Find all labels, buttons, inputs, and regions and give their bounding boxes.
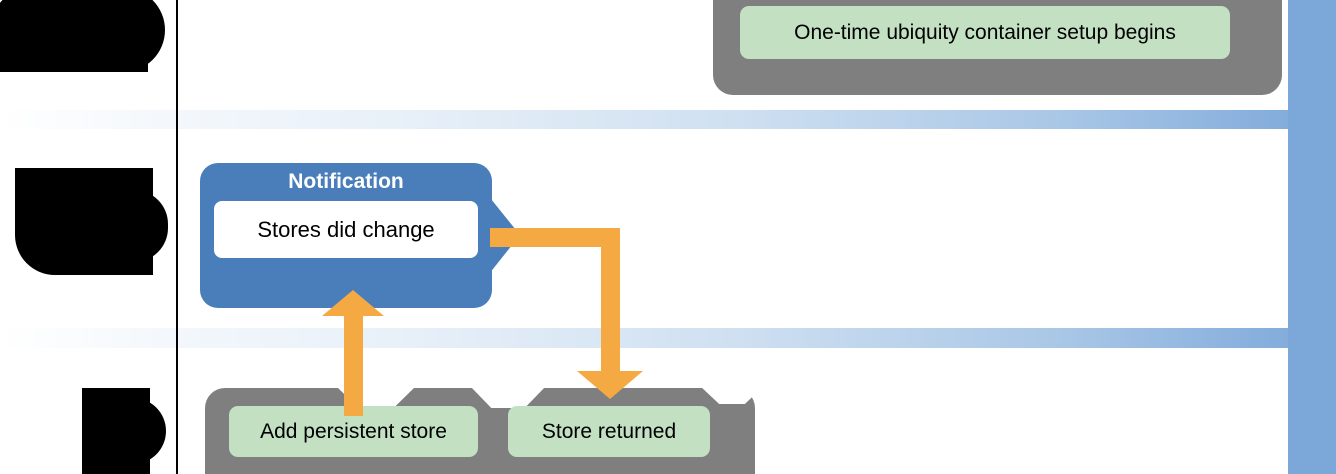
arrow-notification-to-store-returned-vertical <box>601 228 620 374</box>
group-notch-3 <box>700 386 764 404</box>
spine-chevron-2 <box>1262 129 1290 143</box>
step-ubiquity-setup[interactable]: One-time ubiquity container setup begins <box>740 6 1230 59</box>
timeline-spine <box>1288 0 1336 474</box>
notification-message[interactable]: Stores did change <box>214 201 478 258</box>
spine-chevron-3 <box>1262 314 1290 328</box>
group-notch-2 <box>470 386 546 408</box>
arrow-notification-to-store-returned-head-icon <box>577 371 643 399</box>
lane-separator-band-2 <box>0 328 1336 348</box>
arrow-store-to-notification-shaft <box>344 306 363 416</box>
lane-separator-band-1 <box>0 110 1336 129</box>
lane-label-redacted-2b <box>100 190 168 262</box>
lane-label-redacted-1b <box>0 40 148 72</box>
spine-chevron-1 <box>1262 96 1290 110</box>
arrow-notification-to-store-returned-horizontal <box>490 228 620 247</box>
notification-stores-did-change[interactable]: Notification Stores did change <box>200 163 520 308</box>
notification-title: Notification <box>288 170 404 193</box>
lane-label-redacted-3b <box>120 398 166 464</box>
arrow-store-to-notification-head-icon <box>322 290 384 316</box>
spine-chevron-4 <box>1262 348 1290 362</box>
step-store-returned[interactable]: Store returned <box>508 406 710 457</box>
lane-label-divider <box>176 0 178 474</box>
